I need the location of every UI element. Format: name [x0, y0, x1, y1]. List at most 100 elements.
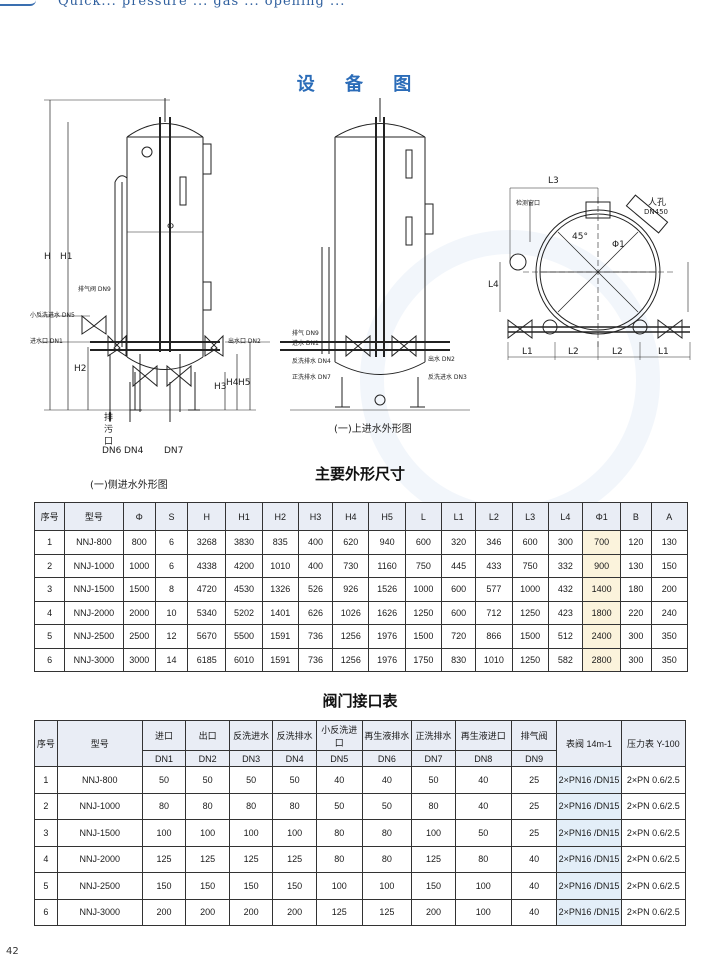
valve-cell: 100	[185, 819, 230, 847]
dim-header-cell: L3	[511, 502, 549, 531]
valve-cell: 40	[454, 792, 512, 820]
dim-H3: H3	[214, 382, 227, 392]
dim-cell: 332	[547, 553, 584, 578]
valve-cell: 3	[34, 819, 58, 847]
valve-cell: 80	[411, 792, 456, 820]
dim-cell: 346	[475, 530, 513, 555]
dim-cell: NNJ-3000	[64, 647, 124, 672]
valve-cell: 2×PN 0.6/2.5	[620, 845, 687, 873]
dim-cell: 835	[261, 530, 299, 555]
dim-header-cell: Φ	[122, 502, 156, 531]
dim-phi: Φ	[167, 222, 175, 232]
valve-header-cell: 表阀 14m-1	[556, 720, 622, 767]
valve-table: 序号型号进口出口反洗进水反洗排水小反洗进口再生液排水正洗排水再生液进口排气阀表阀…	[34, 720, 687, 926]
plan-view	[499, 187, 691, 360]
dim-cell: 240	[650, 600, 689, 625]
valve-cell: 125	[361, 898, 413, 926]
valve-cell: 6	[34, 898, 58, 926]
dim-cell: 1500	[122, 577, 156, 602]
dim-cell: 1500	[404, 624, 442, 649]
dim-cell: 712	[475, 600, 513, 625]
dim-cell: 5202	[225, 600, 263, 625]
dim-cell: 10	[154, 600, 189, 625]
valve-cell: NNJ-1000	[56, 792, 143, 820]
valve-dn-cell: DN6	[361, 750, 413, 767]
dim-cell: 320	[440, 530, 477, 555]
valve-cell: NNJ-2500	[56, 872, 143, 900]
label-drain-dn7: DN7	[164, 446, 184, 456]
dim-cell: 3000	[122, 647, 156, 672]
dim-cell: 600	[440, 600, 477, 625]
dim-cell: 720	[440, 624, 477, 649]
dim-cell: 1250	[511, 647, 549, 672]
valve-cell: 40	[510, 898, 558, 926]
dim-cell: 600	[404, 530, 442, 555]
label-vent: 排气阀 DN9	[78, 286, 111, 293]
dim-cell: 433	[475, 553, 513, 578]
dim-H1: H1	[60, 252, 73, 262]
dim-cell: 6	[154, 530, 189, 555]
valve-cell: 50	[411, 766, 456, 794]
valve-title: 阀门接口表	[322, 692, 398, 710]
valve-header-cell: 型号	[56, 720, 143, 767]
valve-header-row: 序号型号进口出口反洗进水反洗排水小反洗进口再生液排水正洗排水再生液进口排气阀表阀…	[34, 720, 687, 767]
dim-header-cell: B	[620, 502, 652, 531]
valve-cell: 125	[228, 845, 274, 873]
dim-header-cell: H3	[297, 502, 334, 531]
dim-cell: 12	[154, 624, 189, 649]
dim-header-cell: L2	[475, 502, 513, 531]
valve-cell: 80	[361, 845, 413, 873]
dim-cell: 445	[440, 553, 477, 578]
valve-cell: 2×PN16 /DN15	[556, 872, 622, 900]
valve-cell: 100	[411, 819, 456, 847]
dim-cell: 300	[620, 624, 652, 649]
valve-cell: 4	[34, 845, 58, 873]
dim-cell: 1160	[368, 553, 406, 578]
dim-cell: 900	[582, 553, 622, 578]
dim-cell: 582	[547, 647, 584, 672]
dim-cell: 6	[33, 647, 66, 672]
dim-cell: 423	[547, 600, 584, 625]
dim-cell: 1000	[122, 553, 156, 578]
valve-header-cell: 序号	[34, 720, 58, 767]
valve-cell: 40	[315, 766, 363, 794]
dim-cell: 1	[33, 530, 66, 555]
equipment-drawing-svg	[40, 98, 691, 422]
valve-cell: 25	[510, 766, 558, 794]
dim-H2: H2	[74, 364, 87, 374]
valve-cell: 100	[454, 872, 512, 900]
valve-cell: 100	[141, 819, 187, 847]
dim-cell: 730	[332, 553, 370, 578]
dim-cell: 750	[404, 553, 442, 578]
dim-header-cell: H5	[368, 502, 406, 531]
left-vessel	[40, 98, 270, 422]
valve-cell: 100	[315, 872, 363, 900]
valve-cell: 200	[185, 898, 230, 926]
valve-header-cell: 正洗排水	[411, 720, 456, 751]
center-caption: (一)上进水外形图	[334, 424, 412, 435]
valve-cell: 40	[510, 845, 558, 873]
valve-cell: 40	[510, 872, 558, 900]
dim-cell: 940	[368, 530, 406, 555]
valve-cell: 50	[141, 766, 187, 794]
label-drain-3: 口	[104, 437, 114, 447]
valve-dn-cell: DN3	[228, 750, 274, 767]
valve-cell: 50	[228, 766, 274, 794]
label-drain-2: 污	[104, 425, 114, 435]
dim-cell: 750	[511, 553, 549, 578]
valve-header-cell: 反洗排水	[272, 720, 317, 751]
valve-cell: 200	[272, 898, 317, 926]
dim-cell: 1010	[475, 647, 513, 672]
label-c5: 出水 DN2	[428, 356, 455, 363]
equipment-drawing: H H1 H2 H3 H4 H5 Φ 排气阀 DN9 小反洗进水 DN5 进水口…	[30, 92, 700, 492]
dim-header-cell: 序号	[33, 502, 66, 531]
dim-header-cell: H	[187, 502, 227, 531]
dim-cell: 1026	[332, 600, 370, 625]
page-title: 设 备 图	[296, 74, 424, 95]
valve-cell: 100	[272, 819, 317, 847]
label-drain-1: 排	[104, 413, 114, 423]
